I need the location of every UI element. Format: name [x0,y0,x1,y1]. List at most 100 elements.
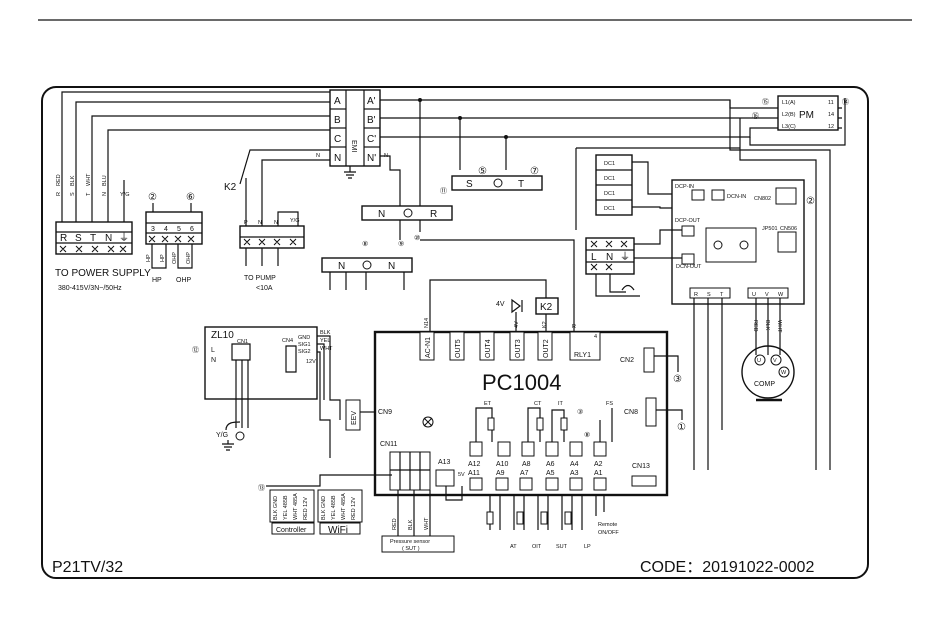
controller-label: Controller [276,527,307,534]
port-a6: A6 [546,461,555,468]
pump-block: K2 P N N Y/G TO PUMP <10A [224,149,330,292]
ohp-wire-1: OHP [172,252,178,264]
dc-cap-1: DC1 [604,161,615,167]
mid-terminal-strip: N R ⑪ ⑩ [361,187,453,242]
hp-num-4: 4 [164,226,168,233]
sensor-et: ET [484,401,492,407]
top-strip-5: ⑤ [478,166,487,177]
driver-out-t: T [720,292,724,298]
pm-out-14: 14 [828,112,834,118]
pump-relay-label: K2 [224,182,237,193]
hp-wire-2: HP [160,254,166,262]
port-out2: OUT2 [543,339,550,358]
comp-phase-w: W [781,370,787,376]
hp-num-3: 3 [151,226,155,233]
wire-label-wht: WHT [86,173,92,186]
pressure-wire-red: RED [392,518,398,530]
cn802-label: CN802 [754,196,771,202]
zl10-cn1: CN1 [237,339,248,345]
sensor-sut: SUT [556,544,568,550]
hp-num-5: 5 [177,226,181,233]
diagram-frame [41,86,869,579]
wire-label-s: S [70,192,76,196]
zl10-ground-label: Y/G [216,432,228,439]
wire-label-blk: BLK [70,175,76,186]
emi-out-n: N' [367,153,376,164]
emi-in-b: B [334,115,341,126]
marker-it: ③ [577,408,583,416]
lnt-n: N [606,252,613,263]
port-a9: A9 [496,470,505,477]
comp-wire-red: RED [752,320,758,332]
n-strip-8: ⑧ [362,240,368,248]
model-code: P21TV/32 [52,559,123,576]
remote-label: Remote [598,522,617,528]
marker-2: ② [148,192,157,203]
port-a10: A10 [496,461,509,468]
wire-n14: N14 [424,318,430,328]
comp-phase-v: V [773,358,777,364]
pm-out-11: 11 [828,100,834,106]
marker-6: ⑥ [186,192,195,203]
pm-marker-15: ⑮ [762,98,769,106]
n-strip-n1: N [338,261,345,272]
wire-label-t: T [86,192,92,196]
sensor-oit: OIT [532,544,542,550]
driver-out-v: V [765,292,769,298]
sensor-ct: CT [534,401,542,407]
pm-pin-l3: L3(C) [782,124,796,130]
zl10-box [204,326,318,400]
wifi-label: WiFi [328,525,348,536]
wire-label-red: RED [56,174,62,186]
mid-strip-11: ⑪ [440,187,447,195]
port-a11: A11 [468,470,480,477]
power-terminal-x-marks [59,245,127,253]
terminal-r: R [60,233,67,244]
sensor-it: IT [558,401,564,407]
terminal-t: T [90,233,96,244]
pump-label-yg: Y/G [290,218,299,224]
cn9-label: CN9 [378,409,392,416]
port-a1: A1 [594,470,603,477]
emi-out-b: B' [367,115,376,126]
a-row-2: A11 A9 A7 A5 A3 A1 [468,470,607,491]
marker-cn2: ③ [673,374,682,385]
wire-label-blu: BLU [102,175,108,186]
remote-onoff-label: ON/OFF [598,530,619,536]
wifi-wire-2: YEL 485B [331,495,337,520]
comp-wire-wht: WHT [776,320,782,333]
relay-k2-box [535,297,559,315]
port-a5: A5 [546,470,555,477]
controller-wire-2: YEL 485B [283,495,289,520]
emi-in-c: C [334,134,341,145]
pressure-label: Pressure sensor [390,539,430,545]
driver-board: DCP-IN DCN-IN DCP-OUT DCN-OUT CN802 ② JP… [671,179,815,470]
terminal-n: N [105,233,112,244]
emi-out-c: C' [367,134,376,145]
pump-label-p: P [244,220,248,226]
top-strip-t: T [518,179,524,190]
zl10-sig-1: SIG1 [298,342,311,348]
top-strip-7: ⑦ [530,166,539,177]
pm-pin-l1: L1(A) [782,100,796,106]
dcp-in-label: DCP-IN [675,184,694,190]
relay-k2-label: K2 [540,302,553,313]
mid-strip-r: R [430,209,437,220]
port-out3: OUT3 [515,339,522,358]
hp-caption: HP [152,277,162,284]
emi-wire-n-left: N [316,153,320,159]
dc-cap-4: DC1 [604,206,615,212]
dc-cap-2: DC1 [604,176,615,182]
marker-cn8: ① [677,422,686,433]
comp-phase-u: U [757,358,761,364]
sensor-lp: LP [584,544,591,550]
n-strip-9: ⑨ [398,240,404,248]
drawing-code: CODE：20191022-0002 [640,559,814,576]
cn2-label: CN2 [620,357,634,364]
zl10-marker: ⑫ [192,346,199,354]
pc1004-board: PC1004 AC-N1 OUT5 OUT4 OUT3 OUT2 RLY1 N1… [345,239,686,497]
wire-k2: K2 [542,321,548,328]
wire-4: 4 [594,334,597,340]
emi-in-a: A [334,96,341,107]
